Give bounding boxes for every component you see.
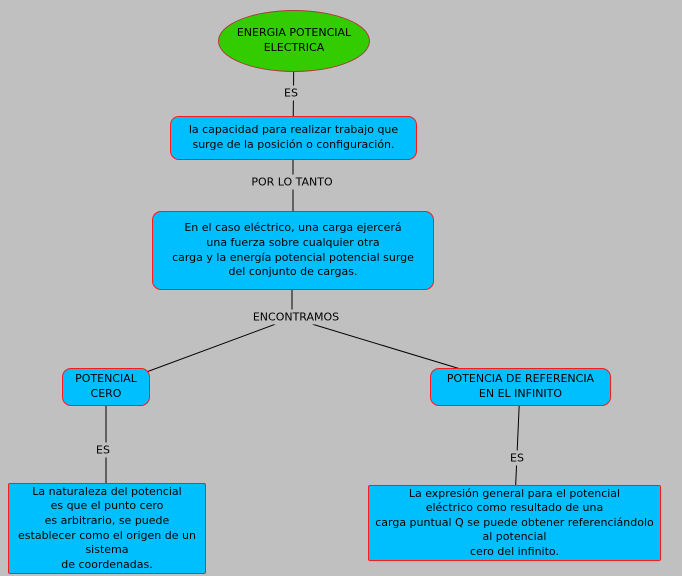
concept-referencia-infinito-detail-label: La expresión general para el potencial e… — [375, 486, 654, 558]
link-label-es-right[interactable]: ES — [505, 450, 529, 466]
concept-node-potencial-cero[interactable]: POTENCIAL CERO — [62, 368, 150, 406]
concept-referencia-infinito-label: POTENCIA DE REFERENCIA EN EL INFINITO — [446, 372, 595, 400]
link-label-es-1[interactable]: ES — [279, 85, 303, 101]
concept-potencial-cero-detail-label: La naturaleza del potencial es que el pu… — [18, 484, 196, 571]
concept-electric-case-label: En el caso eléctrico, una carga ejercerá… — [172, 221, 414, 279]
link-label-es-left[interactable]: ES — [91, 442, 115, 458]
concept-node-root[interactable]: ENERGIA POTENCIAL ELECTRICA — [218, 10, 370, 72]
concept-definition-label: la capacidad para realizar trabajo que s… — [188, 123, 399, 151]
link-label-por-lo-tanto[interactable]: POR LO TANTO — [246, 174, 338, 190]
link-label-encontramos[interactable]: ENCONTRAMOS — [247, 309, 345, 325]
concept-node-electric-case[interactable]: En el caso eléctrico, una carga ejercerá… — [152, 211, 434, 290]
concept-node-potencial-cero-detail[interactable]: La naturaleza del potencial es que el pu… — [8, 483, 206, 574]
concept-potencial-cero-label: POTENCIAL CERO — [75, 372, 137, 400]
concept-node-referencia-infinito-detail[interactable]: La expresión general para el potencial e… — [368, 485, 661, 561]
concept-node-definition[interactable]: la capacidad para realizar trabajo que s… — [170, 116, 417, 160]
concept-root-label: ENERGIA POTENCIAL ELECTRICA — [236, 26, 352, 54]
concept-node-referencia-infinito[interactable]: POTENCIA DE REFERENCIA EN EL INFINITO — [430, 368, 611, 406]
